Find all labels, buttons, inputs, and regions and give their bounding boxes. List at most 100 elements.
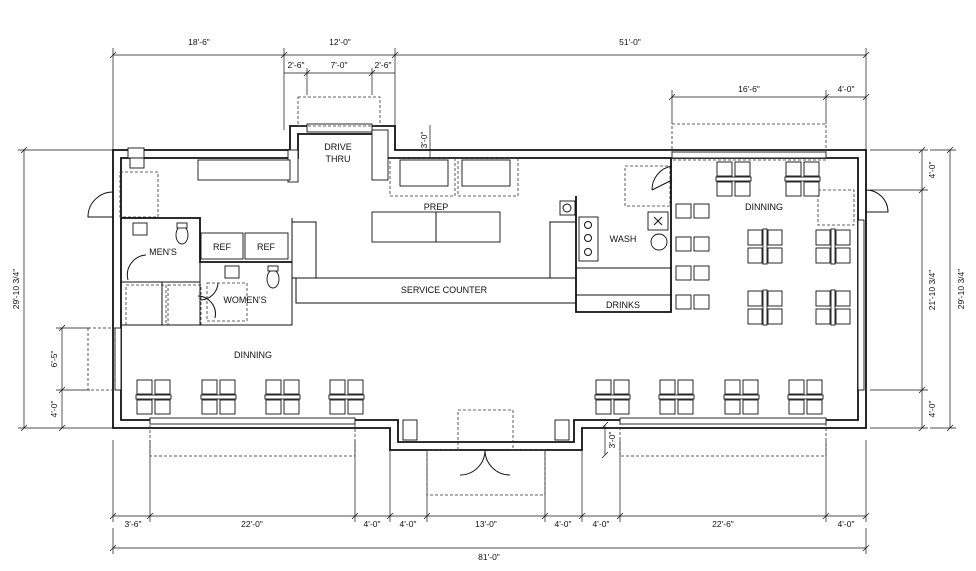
- chair: [785, 181, 802, 197]
- doors: [87, 129, 889, 476]
- drinks-label: DRINKS: [606, 300, 640, 310]
- chair: [677, 379, 694, 395]
- chair: [742, 399, 759, 415]
- dim-bottom-overall: 81'-0": [478, 552, 500, 562]
- dim-left-lower: 4'-0": [49, 401, 59, 418]
- service-counter-label: SERVICE COUNTER: [401, 285, 488, 295]
- chair: [693, 203, 710, 219]
- chair: [788, 379, 805, 395]
- chair: [595, 399, 612, 415]
- drive-thru-label: DRIVE: [324, 142, 352, 152]
- dim-bottom-6: 4'-0": [555, 519, 572, 529]
- table: [830, 228, 836, 265]
- chair: [675, 294, 692, 310]
- dim-awning-1: 16'-6": [738, 84, 760, 94]
- table: [762, 228, 768, 265]
- table: [328, 394, 365, 400]
- chair: [613, 399, 630, 415]
- dining-left-label: DINNING: [234, 350, 272, 360]
- room-labels: DRIVE THRU PREP WASH MEN'S WOMEN'S REF R…: [149, 142, 783, 360]
- dimension-lines: [18, 48, 956, 554]
- chair: [835, 308, 851, 325]
- dimension-labels: 18'-6" 12'-0" 51'-0" 2'-6" 7'-0" 2'-6" 1…: [11, 37, 966, 562]
- chair: [742, 379, 759, 395]
- table: [594, 394, 631, 400]
- chair: [747, 247, 763, 264]
- chair: [815, 247, 831, 264]
- chair: [716, 161, 733, 177]
- chair: [747, 308, 763, 325]
- chair: [734, 181, 751, 197]
- chair: [815, 308, 831, 325]
- chair: [724, 379, 741, 395]
- dim-bottom-8: 22'-6": [712, 519, 734, 529]
- chair: [347, 399, 364, 415]
- dim-window-1: 2'-6": [288, 60, 305, 70]
- interior-layout: [121, 147, 672, 441]
- chair: [675, 236, 692, 252]
- table: [830, 289, 836, 326]
- chair: [613, 379, 630, 395]
- dim-left-overall: 29'-10 3/4": [11, 269, 21, 310]
- dim-right-lower: 4'-0": [927, 401, 937, 418]
- chair: [806, 399, 823, 415]
- table: [658, 394, 695, 400]
- chair: [835, 229, 851, 246]
- drive-thru-label-line2: THRU: [326, 154, 351, 164]
- chair: [815, 229, 831, 246]
- chair: [747, 290, 763, 307]
- chair: [136, 399, 153, 415]
- dim-top-3: 51'-0": [619, 37, 641, 47]
- prep-label: PREP: [424, 202, 449, 212]
- chair: [815, 290, 831, 307]
- dim-bottom-1: 3'-6": [125, 519, 142, 529]
- dim-right-middle: 21'-10 3/4": [927, 270, 937, 311]
- table: [723, 394, 760, 400]
- chair: [595, 379, 612, 395]
- dining-right-label: DINNING: [745, 202, 783, 212]
- chair: [835, 290, 851, 307]
- chair: [693, 265, 710, 281]
- chair: [716, 181, 733, 197]
- dim-bottom-4: 4'-0": [400, 519, 417, 529]
- chair: [767, 247, 783, 264]
- chair: [785, 161, 802, 177]
- chair: [767, 290, 783, 307]
- dim-window-2: 7'-0": [331, 60, 348, 70]
- table: [264, 394, 301, 400]
- chair: [219, 399, 236, 415]
- chair: [283, 379, 300, 395]
- chair: [693, 294, 710, 310]
- chair: [803, 161, 820, 177]
- chair: [659, 399, 676, 415]
- chair: [265, 379, 282, 395]
- chair: [219, 379, 236, 395]
- chair: [693, 236, 710, 252]
- dim-top-2: 12'-0": [329, 37, 351, 47]
- chair: [154, 379, 171, 395]
- table: [200, 394, 237, 400]
- chair: [283, 399, 300, 415]
- dim-left-window: 6'-5": [49, 351, 59, 368]
- dim-bottom-3: 4'-0": [364, 519, 381, 529]
- dim-window-3: 2'-6": [375, 60, 392, 70]
- chair: [806, 379, 823, 395]
- dining-tables: [135, 161, 851, 415]
- womens-label: WOMEN'S: [223, 295, 266, 305]
- dim-awning-2: 4'-0": [838, 84, 855, 94]
- chair: [747, 229, 763, 246]
- chair: [675, 265, 692, 281]
- chair: [201, 379, 218, 395]
- chair: [788, 399, 805, 415]
- chair: [803, 181, 820, 197]
- chair: [136, 379, 153, 395]
- chair: [154, 399, 171, 415]
- chair: [767, 308, 783, 325]
- table: [787, 394, 824, 400]
- chair: [329, 399, 346, 415]
- chair: [677, 399, 694, 415]
- ref-label-2: REF: [257, 242, 276, 252]
- chair: [675, 203, 692, 219]
- dim-right-overall: 29'-10 3/4": [956, 269, 966, 310]
